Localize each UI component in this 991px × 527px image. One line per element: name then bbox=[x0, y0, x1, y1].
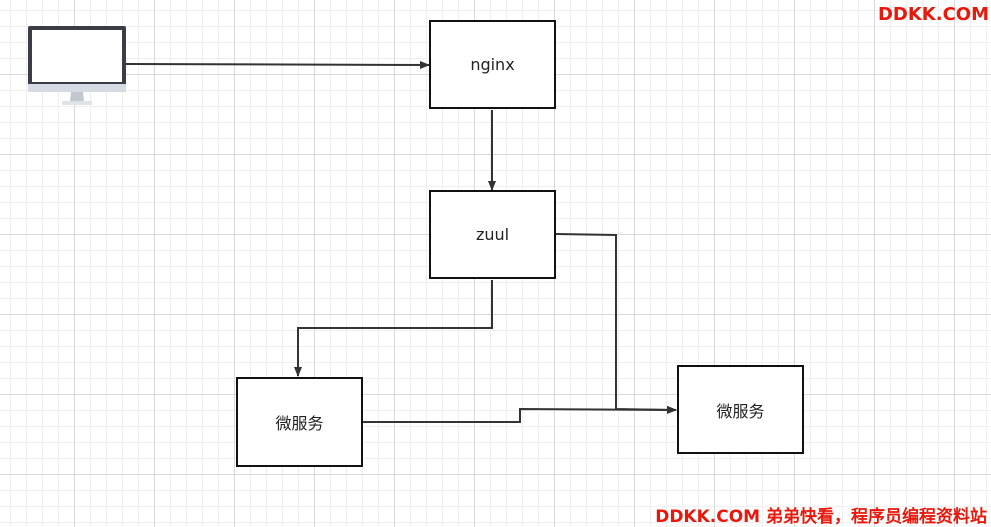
watermark-bottom: DDKK.COM 弟弟快看，程序员编程资料站 bbox=[655, 507, 987, 527]
microservice-right-label: 微服务 bbox=[716, 401, 765, 421]
edge-client-to-nginx bbox=[125, 60, 430, 69]
edge-zuul-to-service-left bbox=[294, 280, 493, 377]
nginx-node-label: nginx bbox=[470, 55, 515, 74]
microservice-node-left: 微服务 bbox=[236, 377, 363, 467]
zuul-node: zuul bbox=[429, 190, 556, 279]
microservice-node-right: 微服务 bbox=[677, 365, 804, 454]
edge-zuul-to-service-right bbox=[555, 233, 677, 414]
watermark-top: DDKK.COM bbox=[877, 4, 989, 25]
computer-monitor-icon bbox=[28, 26, 126, 105]
zuul-node-label: zuul bbox=[475, 225, 510, 244]
nginx-node: nginx bbox=[429, 20, 556, 109]
edge-service-left-to-service-right bbox=[363, 405, 677, 423]
microservice-left-label: 微服务 bbox=[275, 414, 324, 433]
